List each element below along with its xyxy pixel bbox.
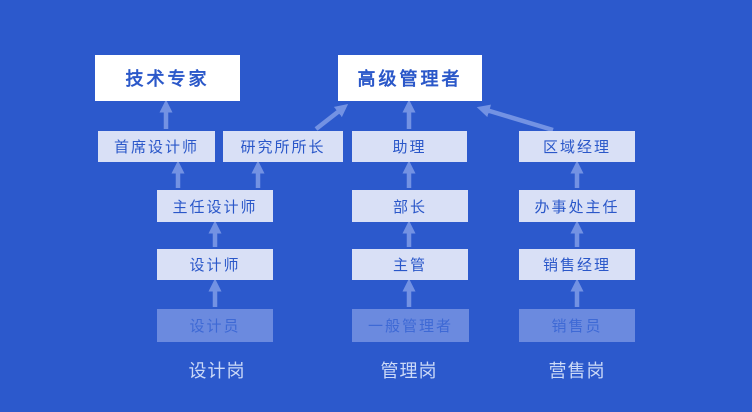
node-office-director: 办事处主任 — [519, 190, 635, 222]
track-label-sales: 营售岗 — [548, 361, 606, 382]
node-director-designer: 主任设计师 — [157, 190, 273, 222]
node-chief-designer: 首席设计师 — [98, 131, 215, 162]
node-designer: 设计师 — [157, 249, 273, 280]
node-department-head: 部长 — [352, 190, 468, 222]
node-junior-designer: 设计员 — [157, 309, 273, 342]
track-label-management: 管理岗 — [380, 361, 438, 382]
node-supervisor: 主管 — [352, 249, 468, 280]
track-label-design: 设计岗 — [188, 361, 246, 382]
node-tech-expert: 技术专家 — [95, 55, 240, 101]
node-senior-manager: 高级管理者 — [338, 55, 482, 101]
node-institute-director: 研究所所长 — [223, 131, 343, 162]
node-sales-manager: 销售经理 — [519, 249, 635, 280]
arrow-regional-manager-to-senior-manager — [476, 104, 554, 133]
node-general-manager: 一般管理者 — [352, 309, 469, 342]
node-regional-manager: 区域经理 — [519, 131, 635, 162]
arrow-institute-director-to-senior-manager — [314, 104, 349, 131]
node-salesperson: 销售员 — [519, 309, 635, 342]
node-assistant: 助理 — [352, 131, 467, 162]
